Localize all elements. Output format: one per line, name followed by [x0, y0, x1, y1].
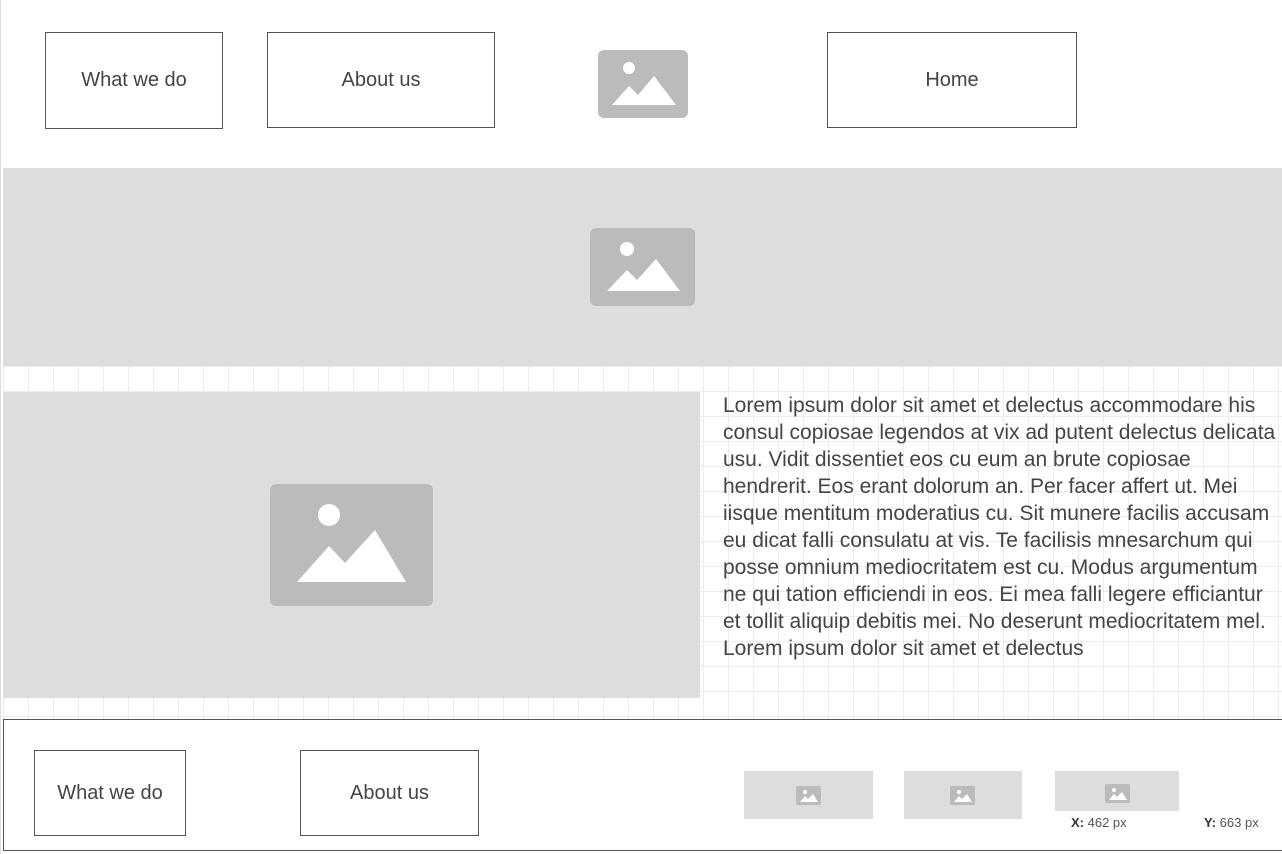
content-image-icon	[270, 484, 433, 606]
content-paragraph: Lorem ipsum dolor sit amet et delectus a…	[723, 394, 1276, 660]
footer-thumbnail-2-image-icon	[950, 786, 975, 805]
header-logo-image-icon	[598, 50, 688, 118]
x-coordinate-readout: X: 462 px	[1071, 815, 1151, 831]
nav-home-button[interactable]: Home	[827, 32, 1077, 128]
y-coordinate-value: 663 px	[1219, 815, 1259, 830]
hero-banner	[3, 168, 1282, 366]
footer-thumbnail-2	[904, 771, 1022, 819]
y-coordinate-label: Y:	[1204, 815, 1217, 830]
footer-what-we-do-button[interactable]: What we do	[34, 750, 186, 836]
canvas-left-edge	[0, 0, 3, 854]
x-coordinate-label: X:	[1071, 815, 1084, 830]
y-coordinate-readout: Y: 663 px	[1204, 815, 1280, 831]
footer-about-us-button[interactable]: About us	[300, 750, 479, 836]
hero-image-icon	[590, 228, 695, 306]
content-image	[3, 392, 700, 698]
footer-thumbnail-1	[744, 771, 873, 819]
nav-what-we-do-button[interactable]: What we do	[45, 32, 223, 129]
footer-thumbnail-1-image-icon	[796, 786, 821, 805]
nav-about-us-button[interactable]: About us	[267, 32, 495, 128]
x-coordinate-value: 462 px	[1087, 815, 1127, 830]
footer-thumbnail-3-image-icon	[1105, 784, 1130, 803]
footer-thumbnail-3	[1055, 771, 1179, 811]
